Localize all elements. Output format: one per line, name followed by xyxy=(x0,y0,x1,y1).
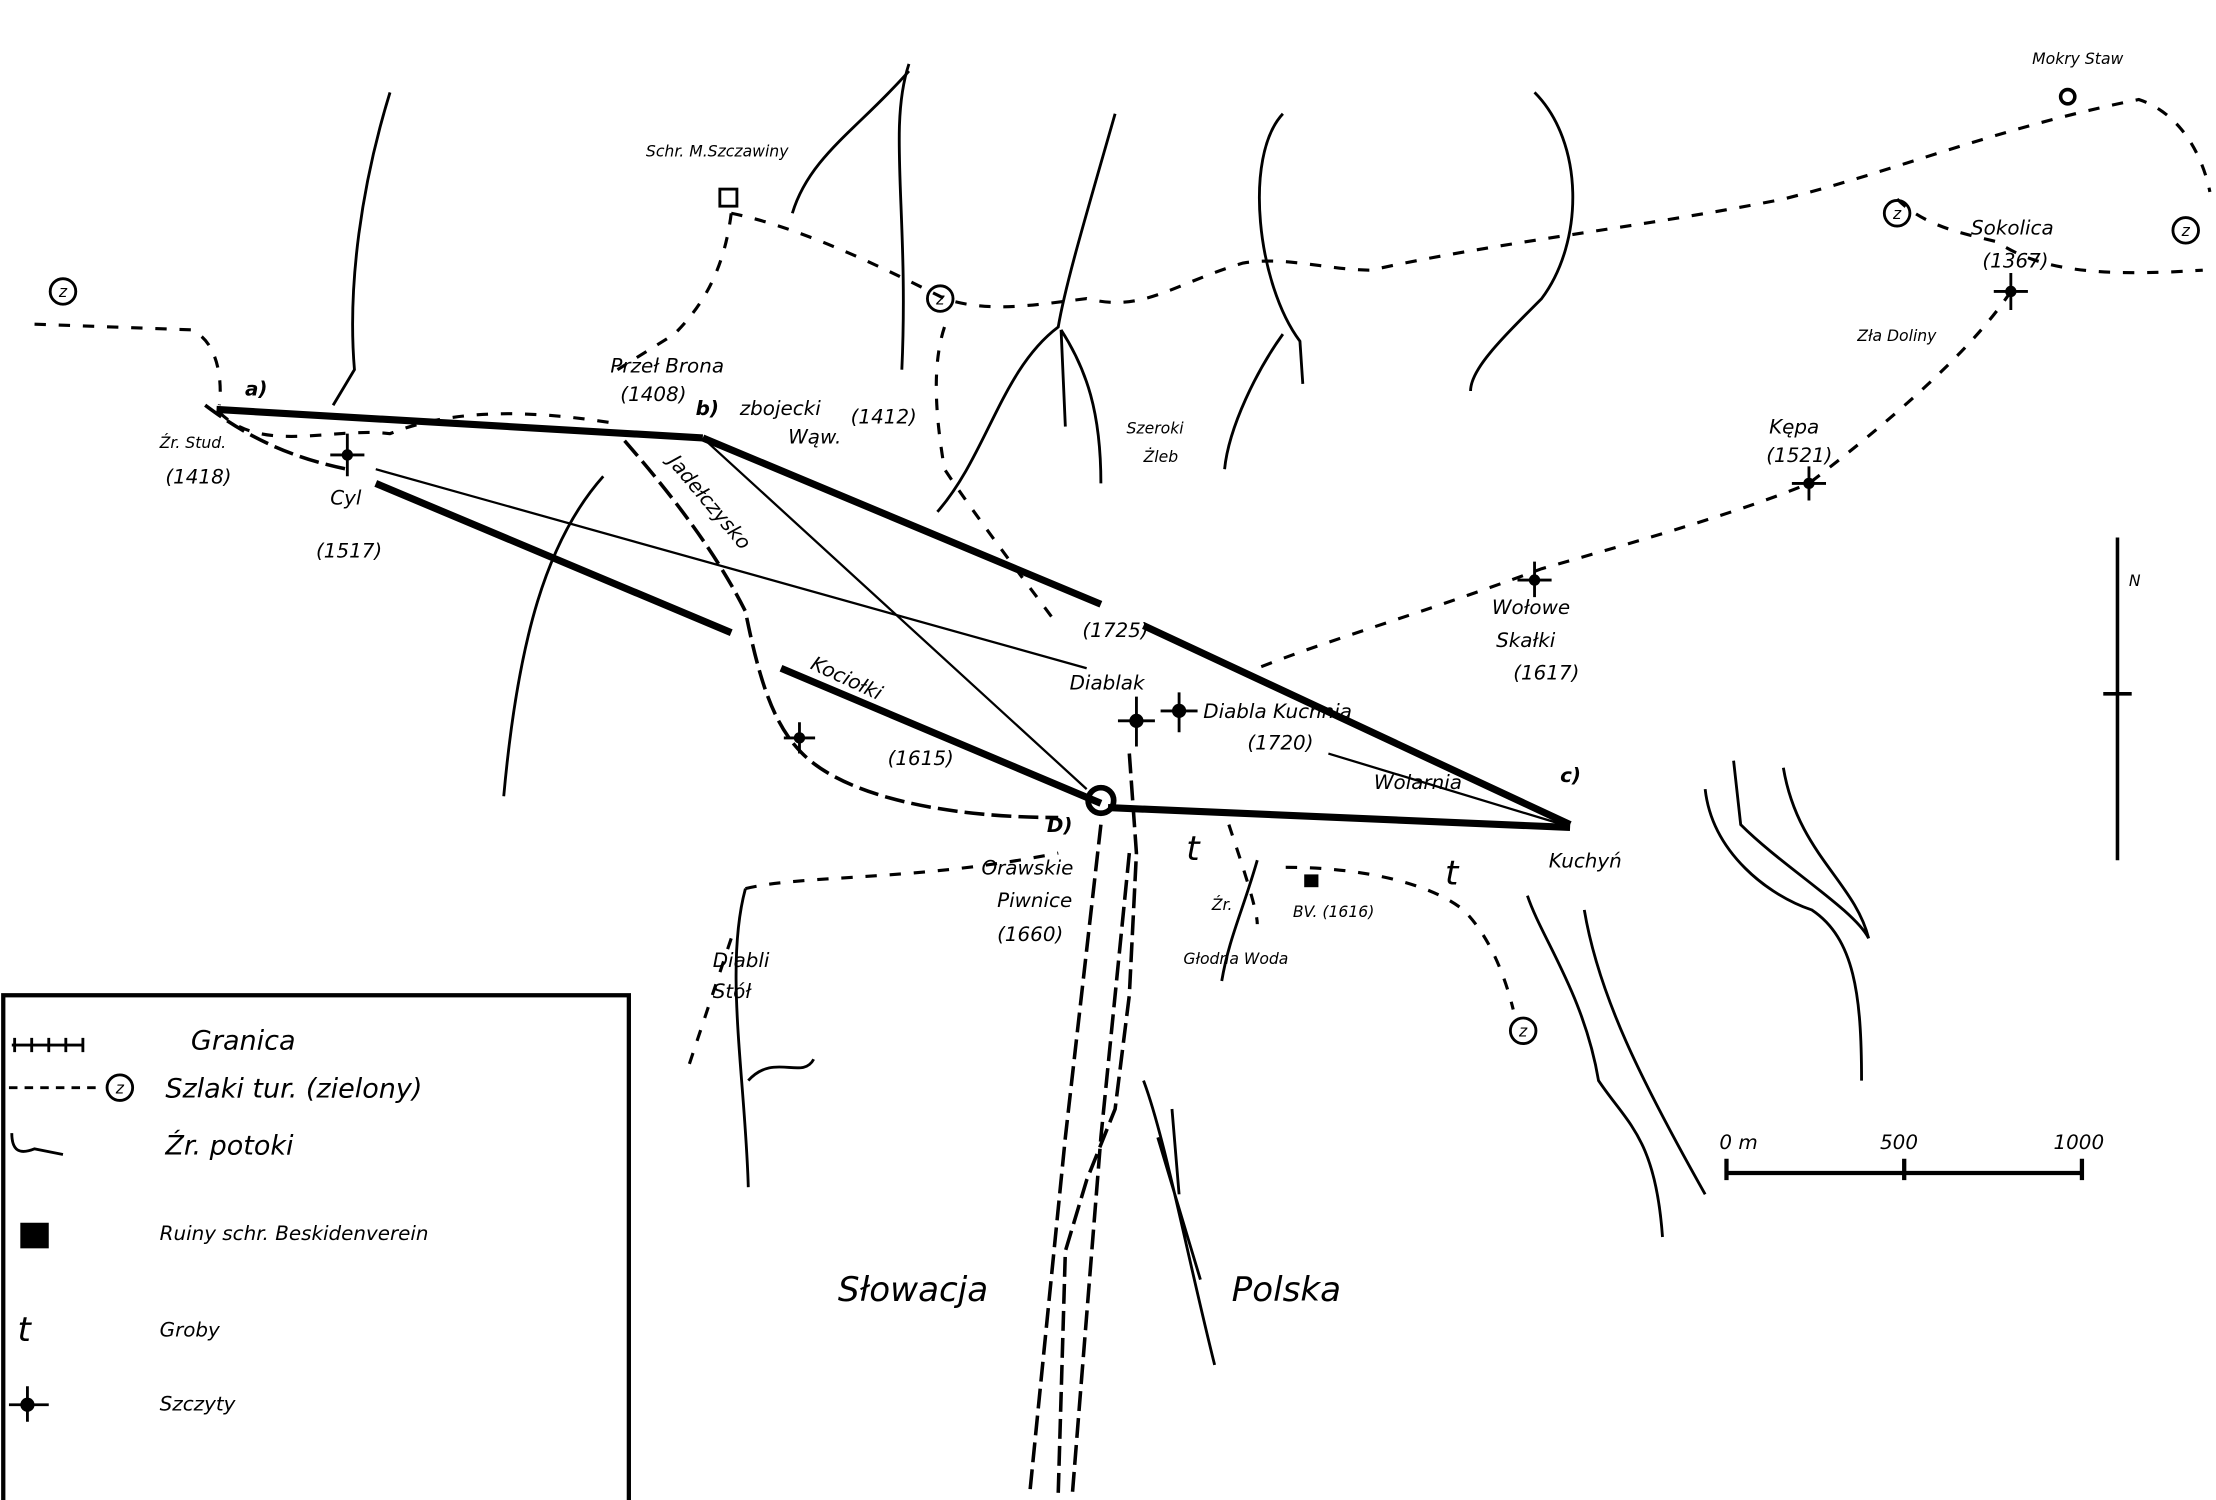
ruin-icon xyxy=(20,1222,49,1249)
label-zbojecki: zbojecki xyxy=(739,397,821,420)
label-bv: BV. (1616) xyxy=(1293,902,1375,921)
label-przel-brona: Przeł Brona xyxy=(610,355,724,378)
label-zbojecki-2: Wąw. xyxy=(788,426,841,449)
point-b: b) xyxy=(696,397,719,420)
legend-label-peaks: Szczyty xyxy=(160,1392,236,1415)
legend-label-border: Granica xyxy=(191,1025,296,1056)
label-piwnice: Piwnice xyxy=(997,889,1072,912)
scale-1000: 1000 xyxy=(2053,1131,2104,1154)
label-kepa: Kępa xyxy=(1769,416,1819,439)
trail-marker: z xyxy=(935,289,945,308)
legend-label-trail: Szlaki tur. (zielony) xyxy=(165,1074,422,1105)
label-glodna-woda: Głodna Woda xyxy=(1183,949,1288,968)
trail-marker-labels: z z z z z xyxy=(58,204,2191,1041)
label-orawskie-height: (1660) xyxy=(997,923,1063,946)
label-1725: (1725) xyxy=(1082,619,1148,642)
label-kuchyn: Kuchyń xyxy=(1549,849,1622,872)
shelter-icon xyxy=(718,187,739,208)
trail-marker: z xyxy=(2181,221,2191,240)
north-label: N xyxy=(2129,571,2141,590)
peak-icon xyxy=(330,272,2028,754)
peak-icon xyxy=(8,1386,49,1422)
label-przel-brona-height: (1408) xyxy=(620,383,686,406)
spring-icon xyxy=(10,1133,64,1156)
label-wolowe-height: (1617) xyxy=(1513,662,1579,685)
label-diabla-kuchnia-height: (1720) xyxy=(1247,731,1313,754)
label-diabla-kuchnia: Diabla Kuchnia xyxy=(1203,700,1352,723)
label-slowacja: Słowacja xyxy=(838,1270,988,1310)
label-wolarnia: Wolarnia xyxy=(1374,771,1462,794)
point-d: D) xyxy=(1047,814,1073,837)
label-wolowe: Wołowe xyxy=(1492,596,1570,619)
label-cyl-height: (1517) xyxy=(316,539,382,562)
grave-icon: t xyxy=(1186,829,1201,869)
border-line xyxy=(204,403,1139,1494)
lake-icon xyxy=(2058,87,2077,106)
survey-lines xyxy=(216,405,1572,832)
scale-500: 500 xyxy=(1880,1131,1918,1154)
label-sokolica-height: (1367) xyxy=(1982,249,2048,272)
legend: z t Granica Szlaki tur. (zielony) Źr. po… xyxy=(1,993,631,1500)
grave-icon: t xyxy=(1445,853,1460,893)
trail-marker: z xyxy=(1518,1021,1528,1040)
label-polska: Polska xyxy=(1232,1270,1341,1310)
label-mokry-staw: Mokry Staw xyxy=(2032,49,2123,68)
peaks xyxy=(330,87,2077,888)
label-zla-doliny: Zła Doliny xyxy=(1856,326,1937,345)
label-kociolki-height: (1615) xyxy=(888,747,954,770)
label-schronisko: Schr. M.Szczawiny xyxy=(646,141,789,160)
trail-markers xyxy=(48,199,2200,1046)
ruin-icon xyxy=(1304,874,1319,888)
label-jadelczysko: Jadełczysko xyxy=(661,447,756,554)
trail-marker: z xyxy=(1892,204,1902,223)
label-cyl: Cyl xyxy=(330,487,362,510)
label-sokolica: Sokolica xyxy=(1971,217,2054,240)
scale-bar: 0 m 500 1000 xyxy=(1719,1131,2104,1181)
label-diablak: Diablak xyxy=(1070,672,1146,695)
orawskie-marker xyxy=(1085,784,1117,817)
point-c: c) xyxy=(1560,764,1581,787)
label-orawskie: Orawskie xyxy=(981,856,1073,879)
scale-0: 0 m xyxy=(1719,1131,1757,1154)
graves: t t xyxy=(1186,829,1460,893)
legend-label-ruins: Ruiny schr. Beskidenverein xyxy=(160,1222,429,1245)
label-szeroki: Szeroki xyxy=(1126,419,1184,438)
label-stol: Stół xyxy=(713,980,753,1003)
label-skalki: Skałki xyxy=(1496,629,1556,652)
streams xyxy=(331,63,1871,1366)
legend-label-springs: Źr. potoki xyxy=(164,1130,294,1162)
north-arrow: N xyxy=(2103,537,2141,861)
label-diabli: Diabli xyxy=(713,949,770,972)
point-labels: a) b) c) D) xyxy=(245,377,1581,836)
label-zbojecki-height: (1412) xyxy=(851,406,917,429)
trails xyxy=(34,97,2212,1067)
trail-marker: z xyxy=(58,282,68,301)
grave-icon: t xyxy=(17,1310,32,1350)
point-a: a) xyxy=(245,377,268,400)
label-zrodlo-height: (1418) xyxy=(165,465,231,488)
label-kepa-height: (1521) xyxy=(1766,444,1832,467)
label-zrodlo-stud: Źr. Stud. xyxy=(159,433,226,452)
legend-label-graves: Groby xyxy=(160,1318,220,1341)
border-icon xyxy=(11,1037,85,1053)
label-zleb: Żleb xyxy=(1143,447,1179,466)
label-zrodlo: Źr. xyxy=(1211,895,1233,914)
trail-marker: z xyxy=(115,1078,125,1097)
